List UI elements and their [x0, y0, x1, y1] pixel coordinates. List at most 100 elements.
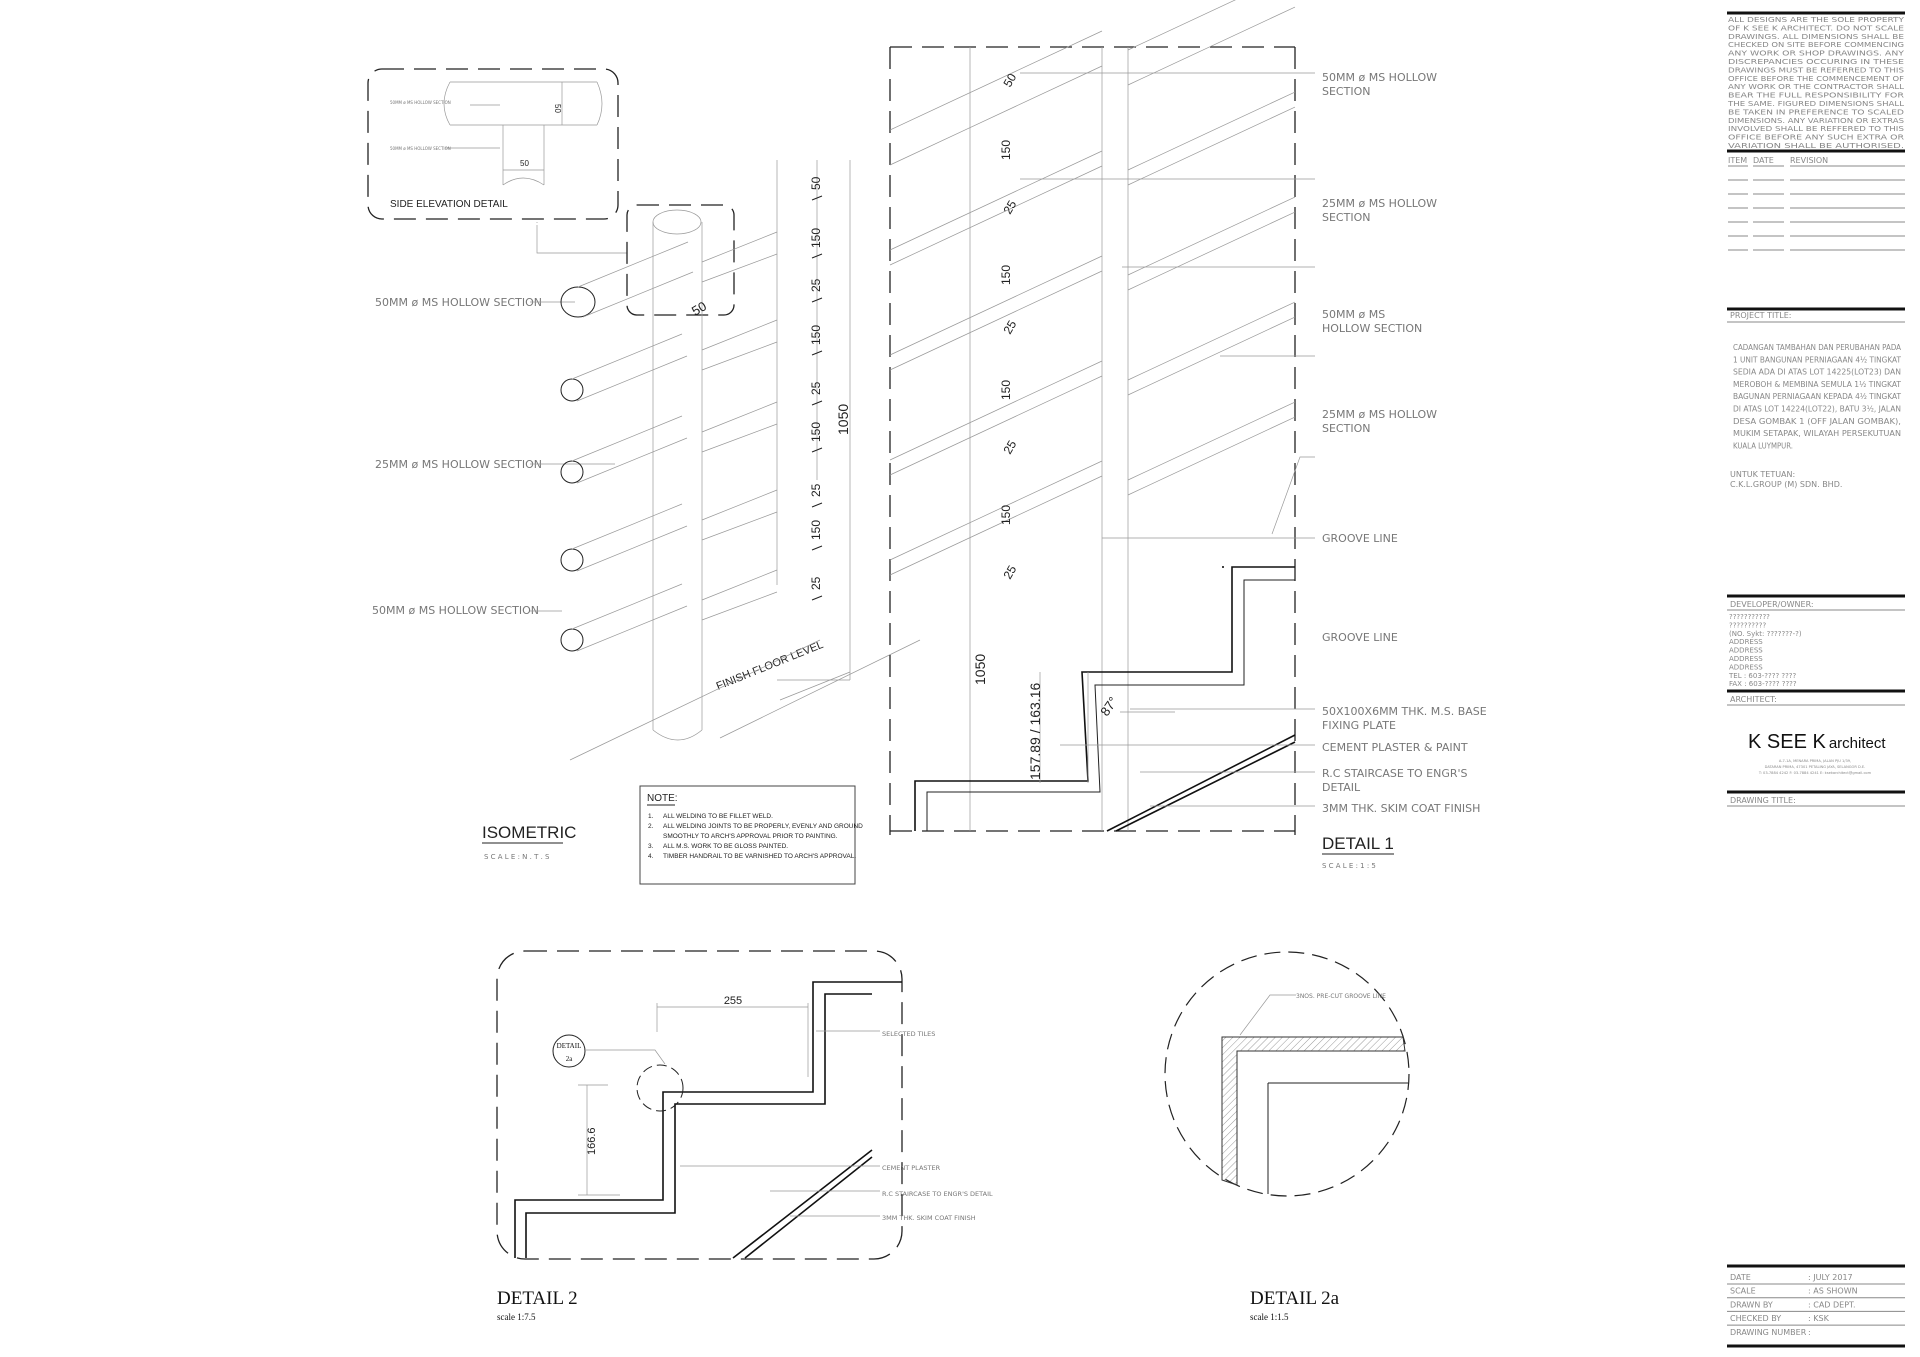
d1-rail-line-7: [889, 360, 1103, 461]
d2-label-1: SELECTED TILES: [882, 1030, 935, 1038]
iso-dim-tick-3: [811, 297, 823, 303]
iso-dim-tick-9: [811, 595, 823, 601]
disclaimer-line: CHECKED ON SITE BEFORE COMMENCING: [1728, 41, 1904, 49]
project-title-line: MUKIM SETAPAK, WILAYAH PERSEKUTUAN: [1733, 429, 1901, 438]
disclaimer-line: OF K SEE K ARCHITECT. DO NOT SCALE: [1728, 24, 1904, 32]
iso-post-dim: 50: [689, 298, 709, 318]
d2-label-2: CEMENT PLASTER: [882, 1164, 941, 1172]
note-num-1: 1.: [648, 813, 654, 820]
info-value: : CAD DEPT.: [1808, 1300, 1856, 1309]
drawing-title-label: DRAWING TITLE:: [1730, 796, 1796, 805]
d1-label-9b: DETAIL: [1322, 781, 1361, 794]
project-title-line: MEROBOH & MEMBINA SEMULA 1½ TINGKAT: [1733, 380, 1901, 389]
d1-rail-line-9: [889, 460, 1103, 561]
info-value: :: [1808, 1328, 1811, 1337]
d1-angle: 87°: [1097, 694, 1121, 719]
d1-label-2b: SECTION: [1322, 211, 1370, 224]
disclaimer-line: OFFICE BEFORE ANY SUCH EXTRA OR: [1728, 134, 1904, 142]
note-box: NOTE: 1. ALL WELDING TO BE FILLET WELD. …: [639, 785, 863, 885]
note-line-1: ALL WELDING TO BE FILLET WELD.: [663, 813, 773, 820]
project-title-line: KUALA LUYMPUR.: [1733, 441, 1793, 450]
rail-far-3: [701, 401, 778, 453]
iso-dim-tick-5: [811, 400, 823, 406]
disclaimer-line: THE SAME. FIGURED DIMENSIONS SHALL: [1727, 100, 1904, 108]
iso-dim-5: 25: [809, 381, 823, 395]
d1-rail-line-2: [889, 65, 1103, 166]
d1-dim-1: 50: [1000, 71, 1019, 90]
note-line-4: TIMBER HANDRAIL TO BE VARNISHED TO ARCH'…: [663, 853, 856, 860]
iso-dim-1: 50: [809, 176, 823, 190]
disclaimer-line: VARIATION SHALL BE AUTHORISED.: [1728, 142, 1904, 150]
rail-body-3: [571, 415, 688, 484]
disclaimer-line: ALL DESIGNS ARE THE SOLE PROPERTY: [1728, 16, 1905, 24]
detail-2a: 3NOS. PRE-CUT GROOVE LINE DETAIL 2a scal…: [1164, 951, 1410, 1322]
d1-rail-line-4: [889, 165, 1103, 266]
disclaimer-line: BE TAKEN IN PREFERENCE TO SCALED: [1728, 108, 1904, 116]
note-line-2b: SMOOTHLY TO ARCH'S APPROVAL PRIOR TO PAI…: [663, 833, 838, 840]
d1-dim-total: 1050: [972, 654, 988, 685]
iso-dim-tick-2: [811, 253, 823, 259]
client-label: UNTUK TETUAN:: [1730, 470, 1795, 479]
d1-label-5: GROOVE LINE: [1322, 532, 1398, 545]
disclaimer-line: DRAWINGS MUST BE REFERRED TO THIS: [1728, 66, 1905, 74]
project-title-line: CADANGAN TAMBAHAN DAN PERUBAHAN PADA: [1733, 343, 1902, 352]
iso-dim-tick-4: [811, 350, 823, 356]
iso-label-3: 50MM ø MS HOLLOW SECTION: [372, 604, 539, 617]
project-title-line: 1 UNIT BANGUNAN PERNIAGAAN 4½ TINGKAT: [1733, 355, 1901, 364]
iso-label-1: 50MM ø MS HOLLOW SECTION: [375, 296, 542, 309]
d1-label-4b: SECTION: [1322, 422, 1370, 435]
d1-dim-riser: 157.89 / 163.16: [1027, 682, 1043, 780]
iso-dim-2: 150: [809, 228, 823, 248]
d1-rail-far-6: [1127, 211, 1296, 291]
disclaimer-line: BEAR THE FULL RESPONSIBILITY FOR: [1728, 92, 1904, 100]
d1-label-10: 3MM THK. SKIM COAT FINISH: [1322, 802, 1480, 815]
detail-1-scale: S C A L E : 1 : 5: [1322, 862, 1376, 870]
side-elevation-dim-horizontal: 50: [520, 159, 529, 168]
project-title-line: DI ATAS LOT 14224(LOT22), BATU 3½, JALAN: [1733, 405, 1901, 414]
isometric-scale: S C A L E : N . T . S: [484, 853, 550, 861]
info-value: : AS SHOWN: [1808, 1287, 1858, 1296]
architect-address-line: DATARAN PRIMA, 47301 PETALING JAYA, SELA…: [1765, 765, 1866, 769]
iso-dim-8: 150: [809, 520, 823, 540]
project-title-line: SEDIA ADA DI ATAS LOT 14225(LOT23) DAN: [1733, 368, 1901, 377]
d1-dim-5: 25: [1000, 318, 1019, 337]
developer-line: ADDRESS: [1729, 663, 1763, 671]
rail-end-4: [560, 548, 584, 572]
project-title-label: PROJECT TITLE:: [1730, 311, 1791, 320]
detail-2a-scale: scale 1:1.5: [1250, 1312, 1289, 1322]
info-value: : JULY 2017: [1808, 1273, 1853, 1282]
d1-label-9a: R.C STAIRCASE TO ENGR'S: [1322, 767, 1468, 780]
disclaimer-line: OFFICE BEFORE THE COMMENCEMENT OF: [1728, 75, 1904, 83]
side-elevation-label-top: 50MM ø MS HOLLOW SECTION: [390, 100, 451, 105]
developer-label: DEVELOPER/OWNER:: [1730, 600, 1814, 609]
detail-2a-title: DETAIL 2a: [1250, 1288, 1340, 1309]
iso-dim-total: 1050: [835, 404, 851, 435]
disclaimer-line: INVOLVED SHALL BE REFFERED TO THIS: [1728, 125, 1905, 133]
iso-dim-tick-7: [811, 502, 823, 508]
note-num-2: 2.: [648, 823, 654, 830]
note-line-2a: ALL WELDING JOINTS TO BE PROPERLY, EVENL…: [663, 823, 863, 830]
d1-rail-far-1: [1127, 0, 1236, 51]
d1-rail-line-6: [889, 270, 1103, 371]
developer-line: (NO. Sykt: ???????-?): [1729, 630, 1802, 638]
iso-dim-4: 150: [809, 325, 823, 345]
d1-label-2a: 25MM ø MS HOLLOW: [1322, 197, 1437, 210]
d1-label-3b: HOLLOW SECTION: [1322, 322, 1422, 335]
rail-far-1: [701, 231, 778, 283]
disclaimer-line: ANY WORK OR SHOP DRAWINGS. ANY: [1728, 50, 1905, 58]
iso-dim-tick-8: [811, 545, 823, 551]
d1-label-6: GROOVE LINE: [1322, 631, 1398, 644]
rail-end-5: [560, 628, 584, 652]
info-label-checked-by: CHECKED BY: [1730, 1314, 1781, 1323]
iso-dim-tick-1: [811, 195, 823, 201]
iso-dim-3: 25: [809, 278, 823, 292]
rail-body-1: [577, 241, 694, 318]
info-label-date: DATE: [1730, 1273, 1751, 1282]
d1-rail-line-3: [889, 150, 1103, 251]
d1-label-1a: 50MM ø MS HOLLOW: [1322, 71, 1437, 84]
d1-label-7a: 50X100X6MM THK. M.S. BASE: [1322, 705, 1487, 718]
d1-rail-far-8: [1127, 316, 1296, 396]
developer-line: TEL : 603-???? ????: [1728, 672, 1797, 680]
info-label-scale: SCALE: [1730, 1287, 1756, 1296]
